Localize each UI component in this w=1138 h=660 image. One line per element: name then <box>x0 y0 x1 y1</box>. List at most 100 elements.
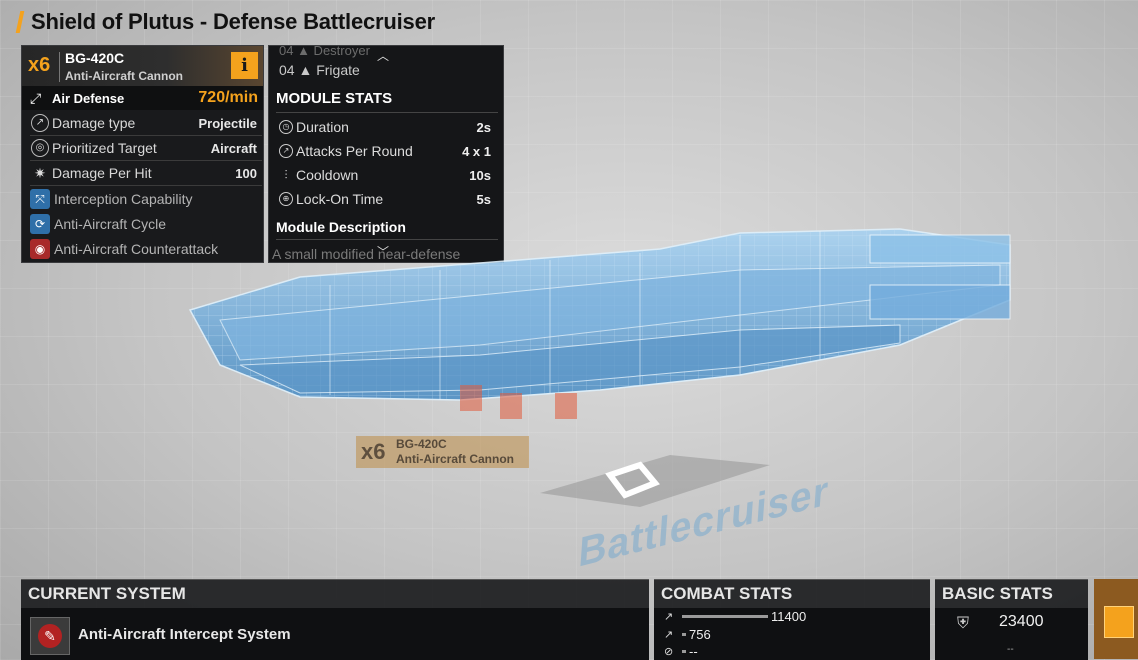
basic-stats-heading: BASIC STATS <box>942 584 1053 603</box>
damage-type-icon: ↗ <box>31 114 49 132</box>
lock-on-icon: ⊕ <box>279 192 293 206</box>
module-thumbnail <box>1104 606 1134 638</box>
ship-tag-name: BG-420C <box>396 437 447 451</box>
basic-stats-value: 23400 <box>999 613 1044 630</box>
divider <box>276 239 498 240</box>
combat-stats-panel: COMBAT STATS ↗ 11400 ↗ 756 ⊘ -- <box>654 579 930 660</box>
module-description-text: A small modified near-defense <box>272 246 461 262</box>
stat-value: 5s <box>476 191 491 207</box>
divider <box>30 135 262 136</box>
skill-label: Anti-Aircraft Counterattack <box>54 241 219 257</box>
stat-row-prioritized-target: ◎ Prioritized Target Aircraft <box>22 136 263 160</box>
stat-value: 10s <box>469 167 491 183</box>
combat-stats-heading: COMBAT STATS <box>661 584 793 603</box>
air-defense-row: ⤢ Air Defense 720/min <box>22 86 263 110</box>
combat-stat-row: ↗ 11400 <box>664 608 806 624</box>
scroll-down-icon[interactable]: ﹀ <box>377 245 390 259</box>
corner-thumbnail[interactable] <box>1094 579 1138 659</box>
ship-model[interactable] <box>180 225 1020 435</box>
divider <box>30 160 262 161</box>
title-bar: Shield of Plutus - Defense Battlecruiser <box>15 7 435 37</box>
module-divider <box>59 52 60 82</box>
module-header[interactable]: x6 BG-420C Anti-Aircraft Cannon i <box>22 46 263 86</box>
basic-stats-panel: BASIC STATS ⛨ 23400 -- <box>935 579 1088 660</box>
ship-tag-type: Anti-Aircraft Cannon <box>396 452 514 466</box>
current-system-panel: CURRENT SYSTEM ✎ Anti-Aircraft Intercept… <box>21 579 649 660</box>
stat-row-damage-type: ↗ Damage type Projectile <box>22 111 263 135</box>
class-frigate: 04 ▲ Frigate <box>279 62 360 78</box>
combat-stats-body: ↗ 11400 ↗ 756 ⊘ -- <box>654 608 930 660</box>
combat-stat-bar <box>682 614 768 618</box>
basic-stats-body: ⛨ 23400 -- <box>935 608 1088 660</box>
class-destroyer: 04 ▲ Destroyer <box>279 45 370 58</box>
stat-label: Attacks Per Round <box>296 143 413 159</box>
hp-icon: ⛨ <box>957 615 970 632</box>
combat-stat-row: ⊘ -- <box>664 643 698 659</box>
current-system-heading: CURRENT SYSTEM <box>28 584 186 603</box>
stat-label: Lock-On Time <box>296 191 384 207</box>
combat-stat-value: 11400 <box>771 608 807 624</box>
system-icon[interactable]: ✎ <box>30 617 70 655</box>
current-system-name: Anti-Aircraft Intercept System <box>78 626 291 643</box>
air-defense-icon: ↗ <box>664 628 674 641</box>
skill-row-interception[interactable]: ⤧ Interception Capability <box>22 187 263 211</box>
skill-row-counterattack[interactable]: ◉ Anti-Aircraft Counterattack <box>22 237 263 261</box>
attack-icon: ↗ <box>664 610 674 623</box>
clock-icon: ◷ <box>279 120 293 134</box>
current-system-body: ✎ Anti-Aircraft Intercept System <box>21 608 649 660</box>
counterattack-icon: ◉ <box>30 239 50 259</box>
combat-stat-value: 756 <box>689 626 711 642</box>
cycle-icon: ⟳ <box>30 214 50 234</box>
stat-value: Aircraft <box>210 140 257 156</box>
scroll-up-icon[interactable]: ︿ <box>377 49 390 63</box>
interception-icon: ⤧ <box>30 189 50 209</box>
skill-label: Interception Capability <box>54 191 193 207</box>
title-accent <box>15 11 25 33</box>
stat-value: Projectile <box>198 115 257 131</box>
skill-row-cycle[interactable]: ⟳ Anti-Aircraft Cycle <box>22 212 263 236</box>
divider <box>276 112 498 113</box>
ship-tag-count: x6 <box>361 439 386 464</box>
page-title: Shield of Plutus - Defense Battlecruiser <box>31 9 435 34</box>
combat-stat-bar <box>682 649 686 653</box>
basic-stats-extra: -- <box>1007 644 1014 655</box>
ship-module-tag[interactable]: x6 BG-420C Anti-Aircraft Cannon <box>356 436 529 468</box>
damage-hit-icon: ✷ <box>34 165 46 181</box>
floor-emblem-icon <box>540 455 770 507</box>
cooldown-icon: ⫶ <box>284 168 288 182</box>
module-description-heading: Module Description <box>276 219 406 235</box>
target-icon: ◎ <box>31 139 49 157</box>
info-button[interactable]: i <box>231 52 258 79</box>
combat-stat-bar <box>682 632 686 636</box>
stat-label: Prioritized Target <box>52 140 157 156</box>
combat-stat-row: ↗ 756 <box>664 626 711 642</box>
turret-markers <box>460 385 577 419</box>
attack-icon: ↗ <box>279 144 293 158</box>
module-name: BG-420C <box>65 50 125 66</box>
siege-icon: ⊘ <box>664 645 674 658</box>
module-card: x6 BG-420C Anti-Aircraft Cannon i ⤢ Air … <box>21 45 264 263</box>
skill-label: Anti-Aircraft Cycle <box>54 216 167 232</box>
stat-value: 100 <box>235 165 257 181</box>
ship-hull <box>188 228 1011 401</box>
module-type: Anti-Aircraft Cannon <box>65 69 183 83</box>
air-defense-value: 720/min <box>198 89 258 106</box>
air-defense-icon: ⤢ <box>30 89 42 106</box>
combat-stat-value: -- <box>689 643 698 659</box>
stat-row-cooldown: ⫶ Cooldown 10s <box>279 164 491 186</box>
module-stats-heading: MODULE STATS <box>276 90 393 107</box>
stat-row-lock-on: ⊕ Lock-On Time 5s <box>279 188 491 210</box>
stat-row-damage-per-hit: ✷ Damage Per Hit 100 <box>22 161 263 185</box>
stat-row-duration: ◷ Duration 2s <box>279 116 491 138</box>
divider <box>30 185 262 186</box>
missile-icon: ✎ <box>38 624 62 648</box>
air-defense-label: Air Defense <box>52 90 125 106</box>
stat-label: Damage Per Hit <box>52 165 152 181</box>
stat-label: Cooldown <box>296 167 359 183</box>
stat-label: Duration <box>296 119 349 135</box>
stat-value: 4 x 1 <box>462 143 491 159</box>
stat-row-attacks-per-round: ↗ Attacks Per Round 4 x 1 <box>279 140 491 162</box>
module-stats-panel[interactable]: 04 ▲ Destroyer 04 ▲ Frigate ︿ MODULE STA… <box>268 45 504 263</box>
stat-label: Damage type <box>52 115 136 131</box>
module-count: x6 <box>28 54 51 76</box>
